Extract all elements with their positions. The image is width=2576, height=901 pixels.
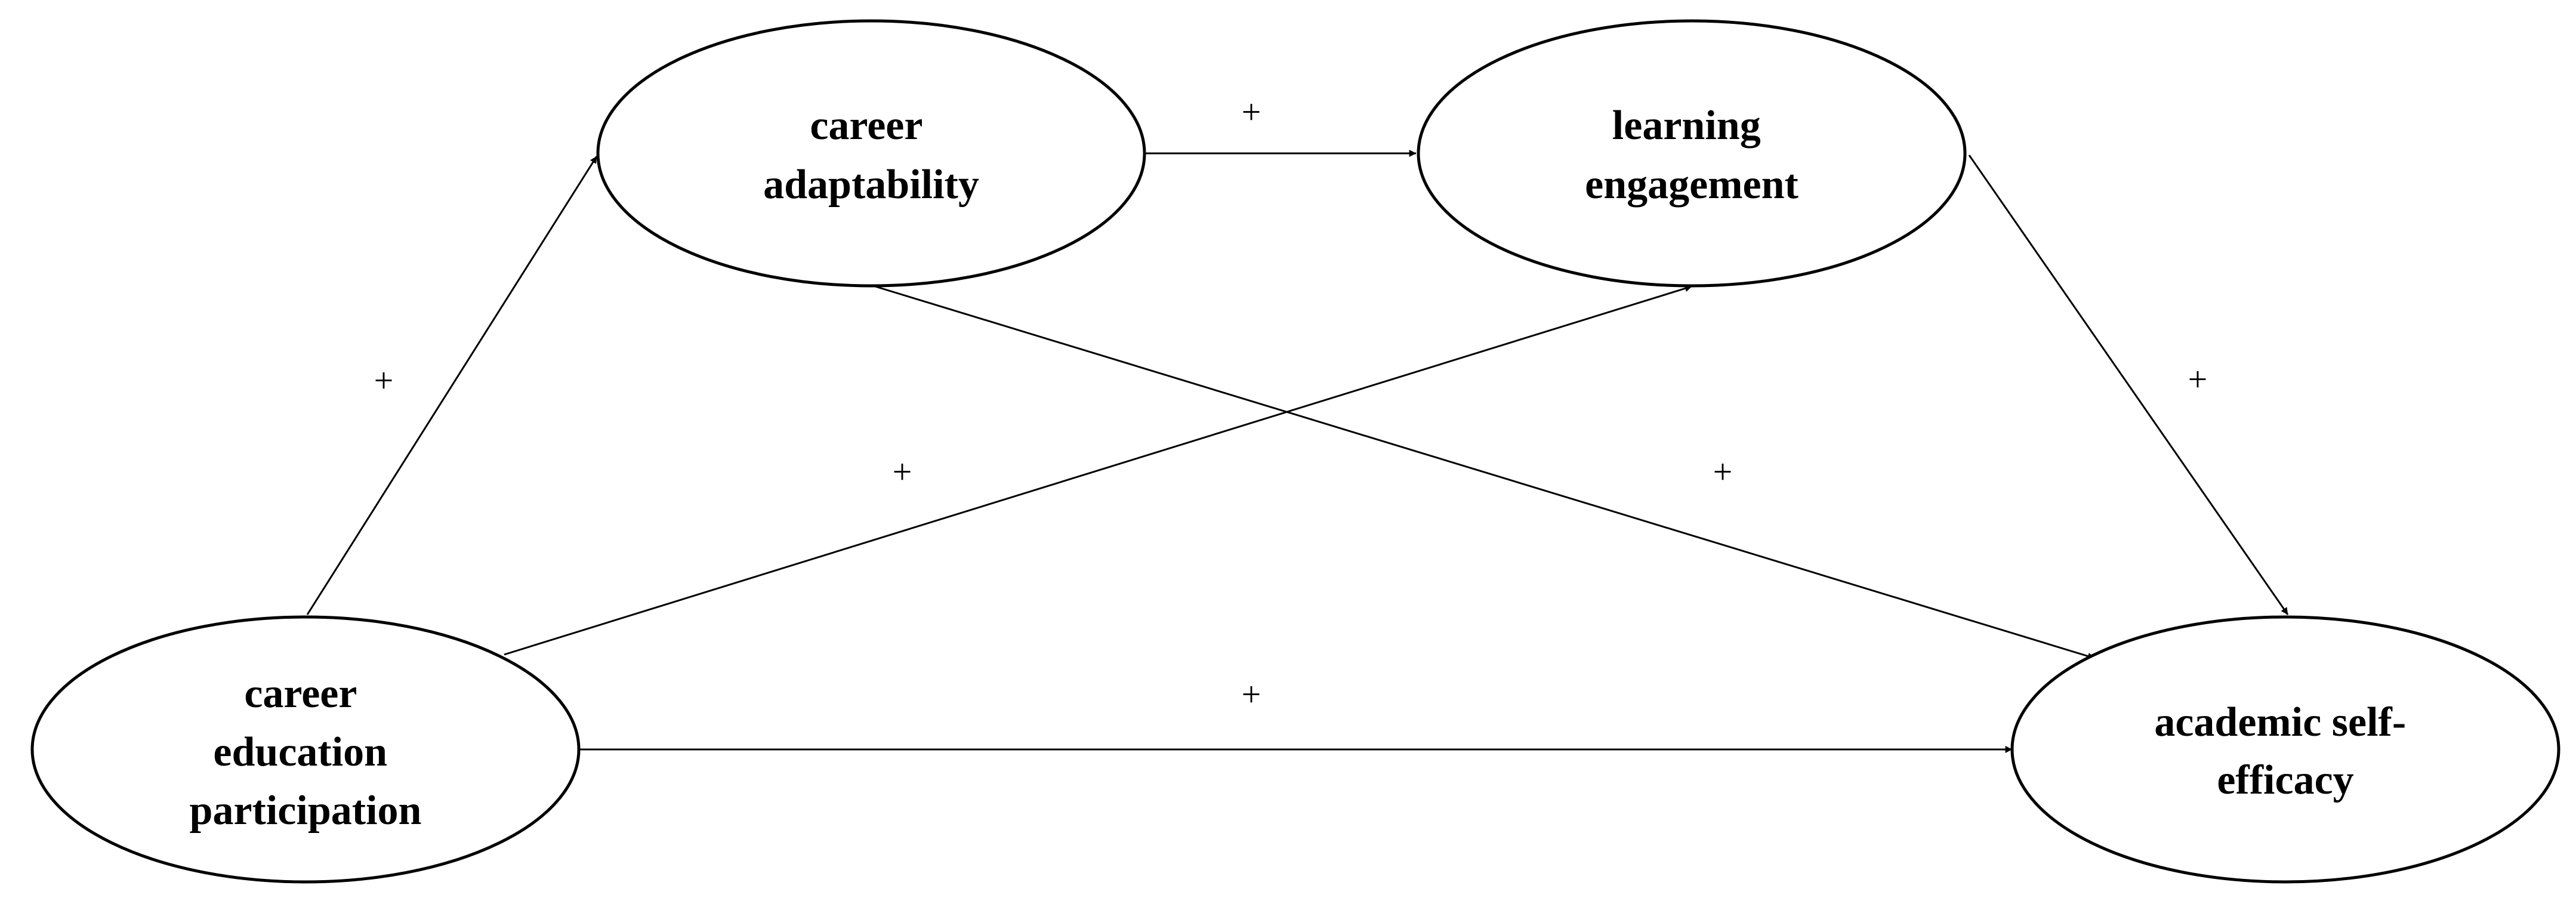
academic-self-efficacy-line-1: academic self- xyxy=(2154,699,2406,745)
academic-self-efficacy-line-2: efficacy xyxy=(2217,757,2353,803)
edge-adaptability-to-self-efficacy xyxy=(871,284,2095,660)
learning-engagement-line-1: learning xyxy=(1612,103,1761,149)
node-career-adaptability: career adaptability xyxy=(596,19,1146,288)
career-adaptability-line-2: adaptability xyxy=(763,162,979,208)
sign-adaptability-to-self-efficacy: + xyxy=(1713,452,1733,491)
career-adaptability-label: career adaptability xyxy=(763,103,979,208)
node-career-education-participation: career education participation xyxy=(30,615,581,884)
node-learning-engagement: learning engagement xyxy=(1417,19,1967,288)
edge-signs: + + + + + + xyxy=(374,92,2208,714)
academic-self-efficacy-ellipse xyxy=(2010,615,2560,884)
node-academic-self-efficacy: academic self- efficacy xyxy=(2010,615,2560,884)
academic-self-efficacy-label: academic self- efficacy xyxy=(2154,699,2416,803)
career-education-participation-line-3: participation xyxy=(190,788,422,834)
edges xyxy=(306,150,2289,753)
edge-participation-to-engagement xyxy=(504,285,1692,656)
edge-participation-to-adaptability xyxy=(306,156,598,615)
learning-engagement-line-2: engagement xyxy=(1585,162,1798,208)
sign-participation-to-adaptability: + xyxy=(374,361,394,400)
sign-participation-to-self-efficacy: + xyxy=(1242,675,1261,714)
career-adaptability-line-1: career xyxy=(810,103,922,149)
career-adaptability-ellipse xyxy=(596,19,1146,288)
career-education-participation-label: career education participation xyxy=(190,671,422,834)
sign-participation-to-engagement: + xyxy=(893,452,912,491)
sign-adaptability-to-engagement: + xyxy=(1242,92,1261,131)
edge-engagement-to-self-efficacy xyxy=(1968,155,2289,615)
career-education-participation-line-2: education xyxy=(213,729,387,775)
career-education-participation-ellipse xyxy=(30,615,581,884)
learning-engagement-ellipse xyxy=(1417,19,1967,288)
learning-engagement-label: learning engagement xyxy=(1585,103,1798,208)
career-education-participation-line-1: career xyxy=(244,671,356,717)
sign-engagement-to-self-efficacy: + xyxy=(2188,360,2208,399)
